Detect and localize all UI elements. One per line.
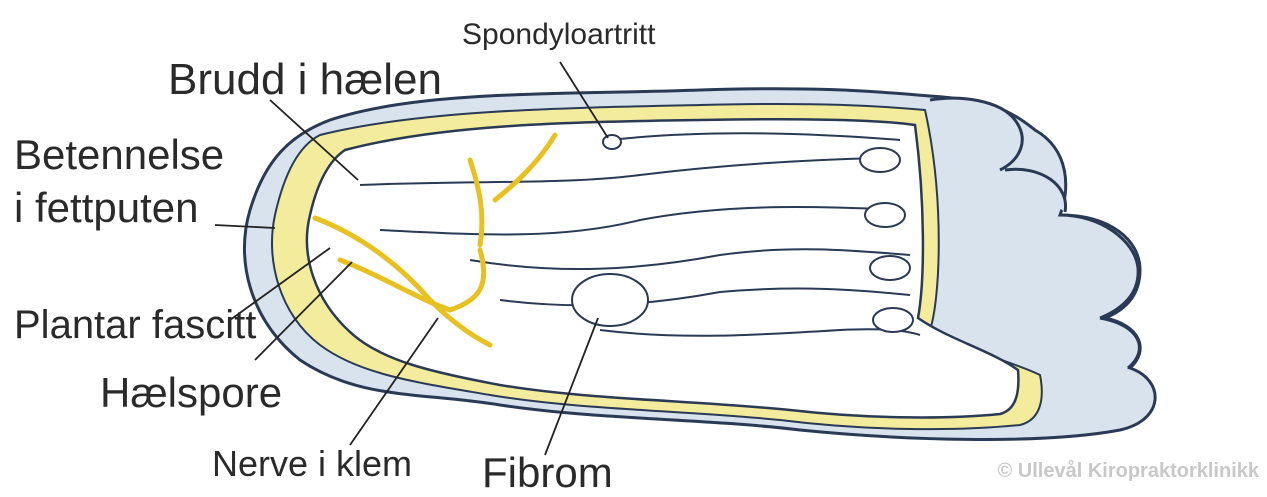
label-fibrom: Fibrom bbox=[482, 452, 613, 494]
label-spondyloartritt: Spondyloartritt bbox=[462, 20, 655, 50]
label-brudd-i-haelen: Brudd i hælen bbox=[168, 58, 442, 102]
spondyloarthritis-site bbox=[603, 135, 621, 149]
metatarsal-head bbox=[860, 148, 900, 172]
metatarsal-head bbox=[873, 308, 913, 332]
fibroma-nodule bbox=[572, 274, 648, 326]
label-nerve-i-klem: Nerve i klem bbox=[212, 446, 412, 482]
metatarsal-head bbox=[865, 203, 905, 227]
label-haelspore: Hælspore bbox=[100, 372, 282, 414]
label-betennelse-line1: Betennelse bbox=[14, 134, 224, 176]
label-plantar-fascitt: Plantar fascitt bbox=[14, 305, 256, 345]
label-betennelse-line2: i fettputen bbox=[14, 187, 198, 229]
copyright-watermark: © Ullevål Kiropraktorklinikk bbox=[998, 460, 1260, 483]
metatarsal-head bbox=[870, 256, 910, 280]
